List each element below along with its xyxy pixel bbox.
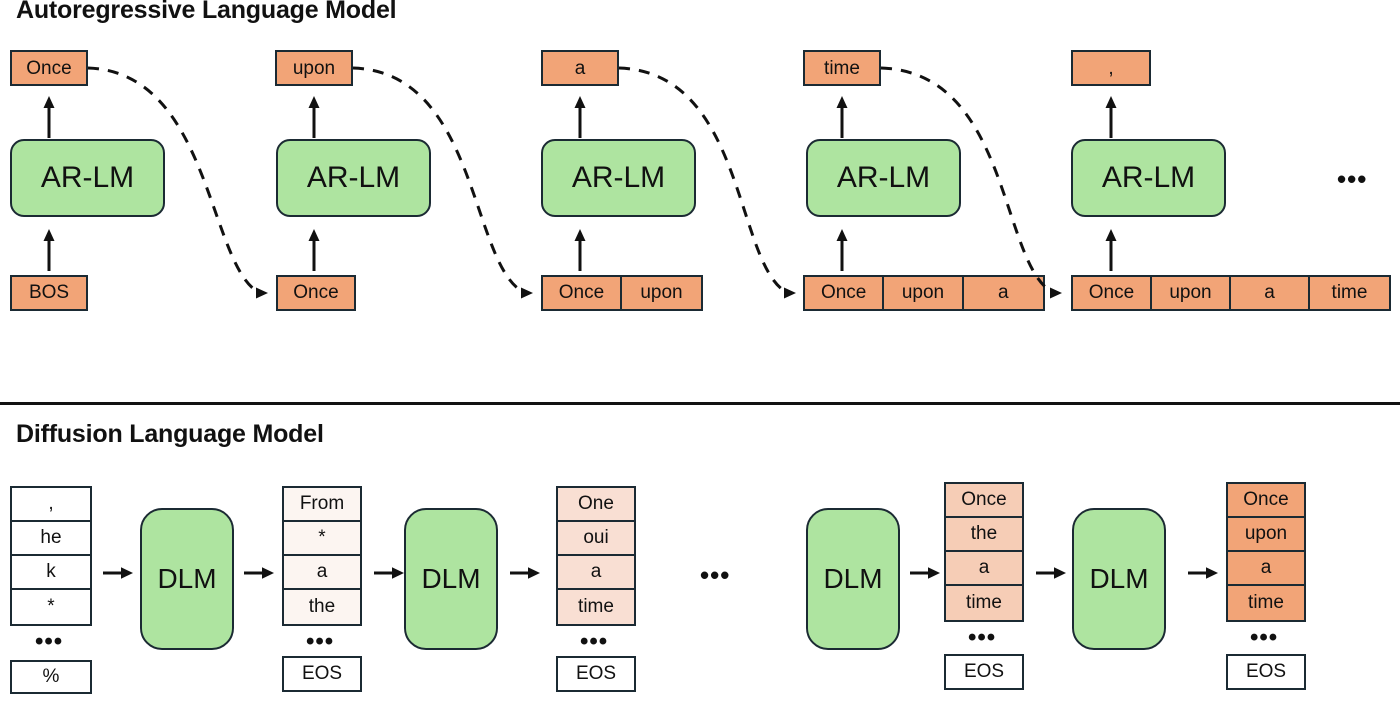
ar-input-cell: Once: [543, 277, 622, 309]
dlm-model-2: DLM: [404, 508, 498, 650]
ar-input-cell: upon: [884, 277, 964, 309]
ar-model-5: AR-LM: [1071, 139, 1226, 217]
ar-trailing-ellipsis: •••: [1337, 164, 1368, 194]
ar-input-cell: Once: [278, 277, 354, 309]
ar-output-token-3: a: [541, 50, 619, 86]
ar-up-arrow-in-2: [307, 229, 321, 271]
dlm-right-arrow-2: [244, 566, 274, 580]
ar-up-arrow-in-1: [42, 229, 56, 271]
dlm-right-arrow-4: [510, 566, 540, 580]
ar-input-sequence-4: Once upon a: [803, 275, 1045, 311]
ar-up-arrow-in-4: [835, 229, 849, 271]
ar-input-sequence-3: Once upon: [541, 275, 703, 311]
ar-up-arrow-out-3: [573, 96, 587, 138]
ar-model-1: AR-LM: [10, 139, 165, 217]
ar-up-arrow-out-1: [42, 96, 56, 138]
dlm-token-cell: time: [1228, 586, 1304, 620]
dlm-right-arrow-5: [910, 566, 940, 580]
dlm-column-last-1: %: [10, 660, 92, 694]
page-title-autoregressive: Autoregressive Language Model: [16, 0, 397, 24]
dlm-token-column-step-n: Once the a time: [944, 482, 1024, 622]
ar-output-token-5: ,: [1071, 50, 1151, 86]
ar-input-cell: Once: [805, 277, 885, 309]
dlm-column-ellipsis-4: •••: [968, 624, 997, 651]
dlm-token-cell: Once: [946, 484, 1022, 518]
feedback-arrowhead-2: [521, 287, 533, 299]
ar-up-arrow-out-4: [835, 96, 849, 138]
dlm-column-ellipsis-2: •••: [306, 628, 335, 655]
dlm-column-last-3: EOS: [556, 656, 636, 692]
section-divider: [0, 402, 1400, 405]
dlm-model-3: DLM: [806, 508, 900, 650]
dlm-model-4: DLM: [1072, 508, 1166, 650]
dlm-column-last-4: EOS: [944, 654, 1024, 690]
dlm-token-cell: Once: [1228, 484, 1304, 518]
ar-input-cell: a: [1231, 277, 1310, 309]
ar-input-cell: upon: [1152, 277, 1231, 309]
ar-input-cell: upon: [622, 277, 701, 309]
dlm-token-cell: time: [558, 590, 634, 624]
ar-input-sequence-1: BOS: [10, 275, 88, 311]
ar-up-arrow-in-5: [1104, 229, 1118, 271]
dlm-column-last-5: EOS: [1226, 654, 1306, 690]
dlm-token-cell: ,: [12, 488, 90, 522]
dlm-token-cell: a: [1228, 552, 1304, 586]
ar-input-sequence-5: Once upon a time: [1071, 275, 1391, 311]
dlm-token-cell: One: [558, 488, 634, 522]
dlm-token-cell: *: [284, 522, 360, 556]
ar-up-arrow-out-2: [307, 96, 321, 138]
feedback-arrowhead-1: [256, 287, 268, 299]
dlm-right-arrow-3: [374, 566, 404, 580]
dlm-right-arrow-6: [1036, 566, 1066, 580]
ar-input-cell-bos: BOS: [12, 277, 86, 309]
feedback-arrowhead-4: [1050, 287, 1062, 299]
dlm-column-ellipsis-1: •••: [35, 628, 64, 655]
dlm-column-ellipsis-3: •••: [580, 628, 609, 655]
dlm-token-cell: a: [284, 556, 360, 590]
feedback-arrowhead-3: [784, 287, 796, 299]
dlm-model-1: DLM: [140, 508, 234, 650]
ar-model-4: AR-LM: [806, 139, 961, 217]
ar-up-arrow-out-5: [1104, 96, 1118, 138]
dlm-token-cell: the: [946, 518, 1022, 552]
ar-up-arrow-in-3: [573, 229, 587, 271]
ar-output-token-1: Once: [10, 50, 88, 86]
dlm-mid-ellipsis: •••: [700, 560, 731, 590]
dlm-token-cell: upon: [1228, 518, 1304, 552]
dlm-right-arrow-7: [1188, 566, 1218, 580]
dlm-token-cell: oui: [558, 522, 634, 556]
ar-input-cell: a: [963, 277, 1043, 309]
dlm-token-column-step-1: From * a the: [282, 486, 362, 626]
dlm-token-cell: time: [946, 586, 1022, 620]
ar-input-cell: time: [1310, 277, 1389, 309]
dlm-column-last-2: EOS: [282, 656, 362, 692]
dlm-token-column-final: Once upon a time: [1226, 482, 1306, 622]
dlm-token-column-step-2: One oui a time: [556, 486, 636, 626]
ar-output-token-2: upon: [275, 50, 353, 86]
page-title-diffusion: Diffusion Language Model: [16, 420, 324, 448]
ar-input-cell: Once: [1073, 277, 1152, 309]
dlm-token-column-noise: , he k *: [10, 486, 92, 626]
dlm-token-cell: the: [284, 590, 360, 624]
dlm-token-cell: he: [12, 522, 90, 556]
dlm-token-cell: *: [12, 590, 90, 624]
ar-model-2: AR-LM: [276, 139, 431, 217]
ar-input-sequence-2: Once: [276, 275, 356, 311]
dlm-token-cell: k: [12, 556, 90, 590]
dlm-token-cell: a: [558, 556, 634, 590]
dlm-token-cell: a: [946, 552, 1022, 586]
ar-output-token-4: time: [803, 50, 881, 86]
ar-model-3: AR-LM: [541, 139, 696, 217]
dlm-right-arrow-1: [103, 566, 133, 580]
dlm-column-ellipsis-5: •••: [1250, 624, 1279, 651]
dlm-token-cell: From: [284, 488, 360, 522]
